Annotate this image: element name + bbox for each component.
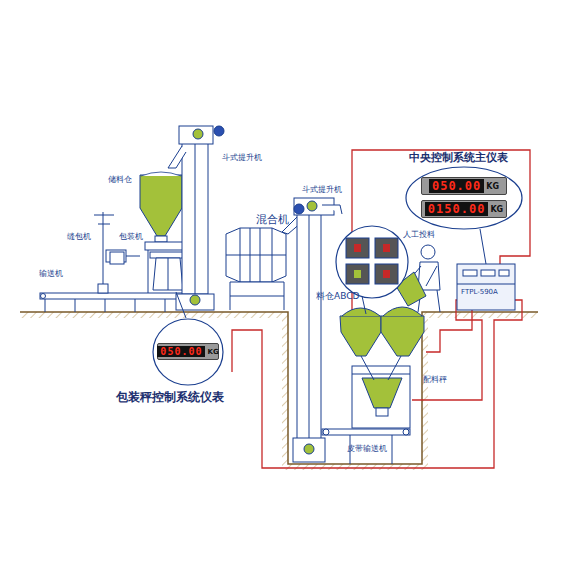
sewing-machine: [94, 212, 140, 293]
ground-hatch: [20, 312, 538, 470]
bucket-elevator: [293, 198, 342, 462]
display-digits: 0150.00: [425, 202, 489, 216]
ground-line: [20, 312, 538, 464]
bubble-heading: 包装秤控制系统仪表: [116, 389, 224, 406]
bubble-outline: [405, 166, 523, 230]
feed-hoppers: [340, 307, 424, 356]
callout-tail: [176, 292, 186, 318]
digital-display: 050.00KG: [157, 343, 219, 360]
part-label: 人工投料: [403, 231, 435, 240]
control-cabinet: [457, 264, 515, 310]
callout-tail: [480, 229, 486, 264]
display-unit: KG: [486, 182, 499, 191]
display-digits: 050.00: [429, 179, 484, 193]
belt-conveyor: [322, 429, 410, 464]
callout-bubble: 包装秤控制系统仪表050.00KG: [152, 318, 224, 386]
part-label: 配料秤: [423, 376, 447, 385]
batching-scale: [352, 356, 410, 428]
display-unit: KG: [490, 205, 503, 214]
display-digits: 050.00: [157, 346, 205, 357]
part-label: 混合机: [256, 214, 289, 226]
bubble-heading: 中央控制系统主仪表: [409, 150, 508, 165]
part-label: 包装机: [119, 233, 143, 242]
part-label: 斗式提升机: [302, 186, 342, 195]
control-cabinet-box: FTPL-590A: [457, 264, 515, 310]
mixer: [226, 216, 302, 310]
display-unit: KG: [207, 348, 218, 356]
digital-display: 0150.00KG: [421, 200, 507, 218]
part-label: 缝包机: [67, 233, 91, 242]
bucket-elevator: [168, 126, 224, 310]
callout-bubble: 中央控制系统主仪表050.00KG0150.00KG: [405, 166, 523, 230]
bubble-ellipse: [153, 319, 223, 385]
conveyor: [40, 293, 190, 312]
bubble-ellipse: [406, 167, 522, 229]
digital-display: 050.00KG: [421, 177, 507, 195]
part-label: 储料仓: [108, 176, 132, 185]
model-number: FTPL-590A: [461, 288, 498, 296]
part-label: 斗式提升机: [222, 154, 262, 163]
storage-bin: [140, 172, 182, 242]
part-label: 皮带输送机: [347, 445, 387, 454]
packing-machine: [110, 242, 191, 293]
control-wires: [232, 150, 530, 468]
part-label: 料仓ABCD: [316, 292, 359, 302]
part-label: 输送机: [39, 270, 63, 279]
